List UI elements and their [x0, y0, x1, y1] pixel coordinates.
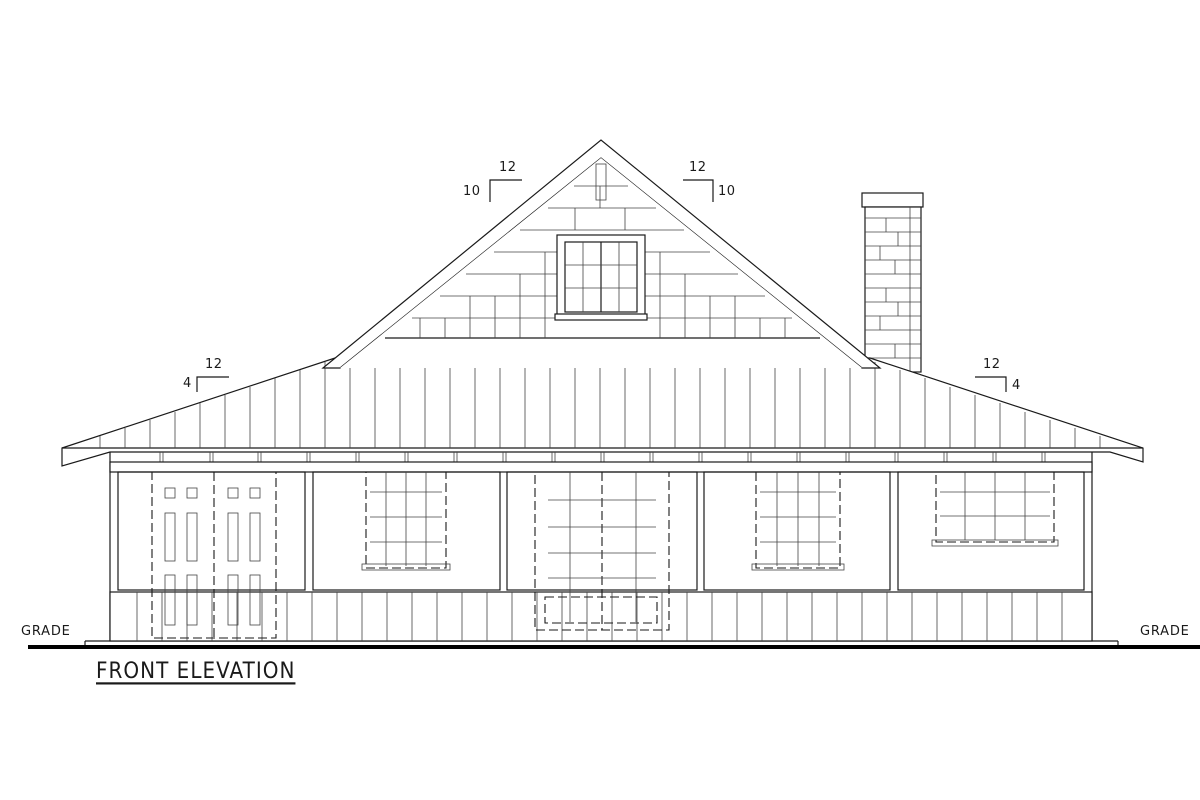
grade-label-left: GRADE [21, 624, 71, 639]
attic-window [554, 234, 648, 321]
grade-label-right: GRADE [1140, 624, 1190, 639]
pitch-run-main-left: 12 [499, 160, 517, 175]
left-double-door [151, 471, 277, 639]
center-double-door [534, 471, 670, 631]
lattice-panels [117, 471, 1085, 591]
main-gable [321, 139, 882, 369]
pitch-rise-main-right: 10 [718, 184, 736, 199]
pitch-rise-main-left: 10 [463, 184, 481, 199]
pitch-rise-porch-left: 4 [183, 376, 192, 391]
window-4 [751, 471, 845, 571]
pitch-run-main-right: 12 [689, 160, 707, 175]
pitch-run-porch-right: 12 [983, 357, 1001, 372]
pitch-rise-porch-right: 4 [1012, 378, 1021, 393]
window-2 [361, 471, 451, 571]
pitch-run-porch-left: 12 [205, 357, 223, 372]
chimney [861, 192, 924, 373]
pitch-symbols [196, 179, 1007, 392]
drawing-title: FRONT ELEVATION [96, 657, 296, 684]
window-5 [931, 471, 1059, 547]
